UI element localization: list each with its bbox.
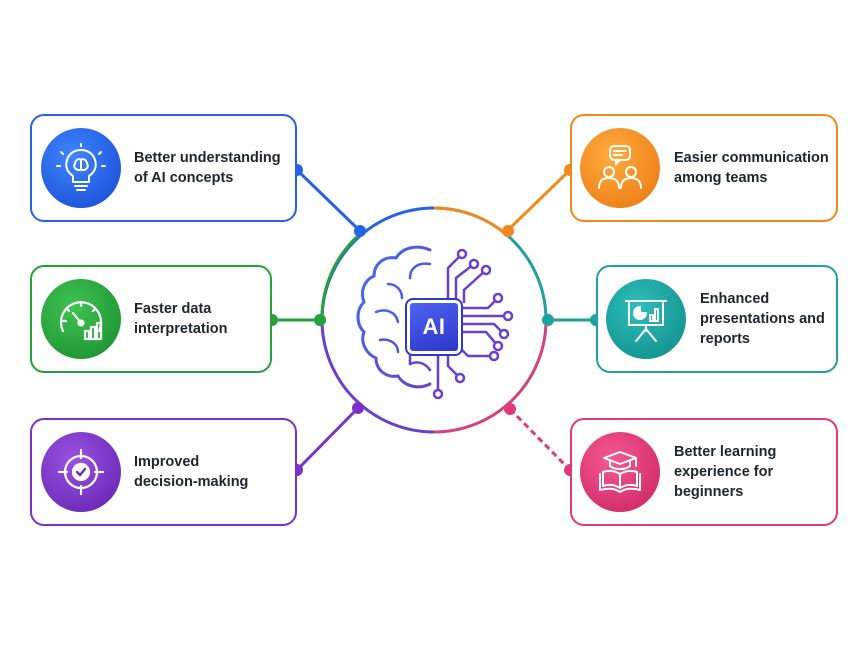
benefit-card-learning: Better learning experience for beginners (570, 418, 838, 526)
benefit-label: Better learning experience for beginners (674, 444, 777, 500)
benefit-label: Faster data interpretation (134, 301, 228, 337)
connector-dot (502, 225, 514, 237)
benefit-card-communication: Easier communication among teams (570, 114, 838, 222)
ai-chip-label: AI (422, 314, 446, 339)
benefit-label: Easier communication among teams (674, 150, 829, 186)
benefit-label: Enhanced presentations and reports (700, 291, 825, 347)
ai-chip: AI (405, 298, 463, 356)
benefit-card-decision-making: Improved decision-making (30, 418, 297, 526)
speedometer-chart-icon (41, 279, 121, 359)
ring-arc-pink (433, 319, 548, 434)
benefit-label: Improved decision-making (134, 454, 249, 490)
connector-purple (295, 406, 360, 472)
benefit-card-understanding: Better understanding of AI concepts (30, 114, 297, 222)
lightbulb-brain-icon (41, 128, 121, 208)
benefit-card-presentations: Enhanced presentations and reports (596, 265, 838, 373)
ring-arc-purple (320, 319, 435, 434)
connector-dot (542, 314, 554, 326)
connector-blue (295, 168, 362, 233)
benefit-card-data-interpretation: Faster data interpretation (30, 265, 272, 373)
ring-arc-orange (433, 206, 509, 238)
connector-dot (352, 402, 364, 414)
graduation-book-icon (580, 432, 660, 512)
connector-pink (508, 407, 572, 472)
target-check-icon (41, 432, 121, 512)
connector-dot (314, 314, 326, 326)
connector-dot (504, 403, 516, 415)
benefit-label: Better understanding of AI concepts (134, 150, 281, 186)
connector-dot (354, 225, 366, 237)
brain-circuit-icon (356, 245, 514, 400)
team-chat-icon (580, 128, 660, 208)
connector-orange (506, 168, 572, 232)
ring-arc-green (320, 232, 361, 321)
presentation-board-icon (606, 279, 686, 359)
